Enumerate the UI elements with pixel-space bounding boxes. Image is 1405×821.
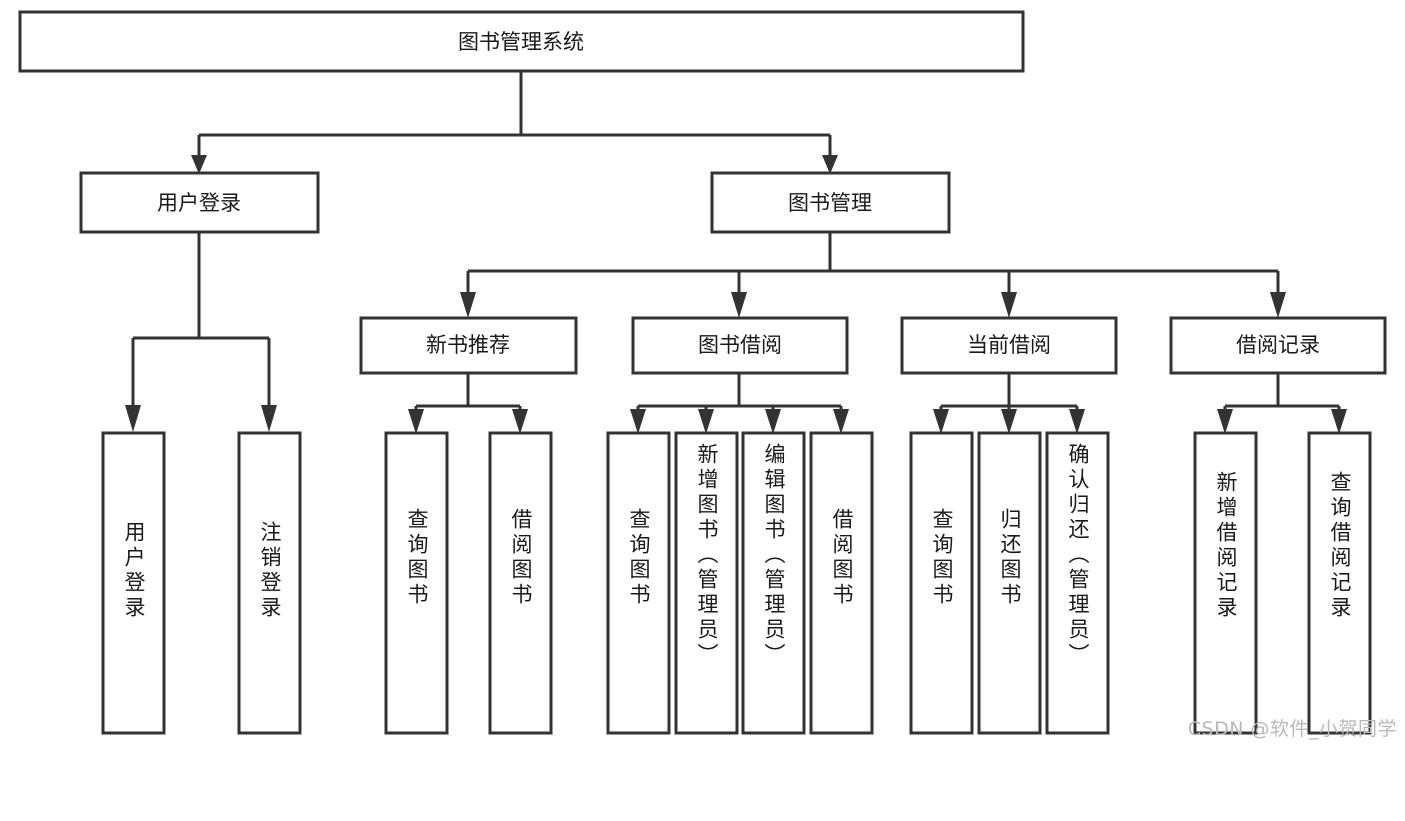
node-leaf-query-book-1-box[interactable] — [384, 431, 449, 735]
node-leaf-user-logout-box[interactable] — [237, 431, 302, 735]
node-user-login[interactable]: 用户登录 — [79, 171, 320, 234]
arrow-head-leaf-query-record — [1331, 409, 1347, 434]
arrow-head-book-manage — [822, 155, 838, 174]
node-book-manage[interactable]: 图书管理 — [710, 171, 951, 234]
node-book-borrow[interactable]: 图书借阅 — [631, 316, 849, 375]
csdn-watermark: CSDN @软件_小贺同学 — [1187, 718, 1397, 740]
flowchart-canvas: 图书管理系统 用户登录 图书管理 新书推荐 图书借阅 当前借阅 借阅记录 — [18, 10, 1397, 740]
arrow-head-leaf-query-book-1 — [408, 409, 424, 434]
arrow-head-leaf-query-book-2 — [630, 409, 646, 434]
node-borrow-record[interactable]: 借阅记录 — [1169, 316, 1387, 375]
node-leaf-confirm-return-box[interactable] — [1045, 431, 1110, 735]
arrow-head-leaf-borrow-book-2 — [833, 409, 849, 434]
flowchart-svg: 图书管理系统 用户登录 图书管理 新书推荐 图书借阅 当前借阅 借阅记录 — [18, 10, 1387, 735]
arrow-head-leaf-return-book — [1001, 409, 1017, 434]
node-root-label: 图书管理系统 — [458, 30, 584, 54]
node-leaf-query-record-box[interactable] — [1307, 431, 1372, 735]
node-user-login-label: 用户登录 — [157, 191, 241, 215]
arrow-head-leaf-confirm-return — [1069, 409, 1085, 434]
node-user-login-box[interactable] — [79, 171, 320, 234]
node-leaf-edit-book-box[interactable] — [741, 431, 806, 735]
node-leaf-return-book-box[interactable] — [977, 431, 1042, 735]
arrow-head-leaf-edit-book — [765, 409, 781, 434]
node-leaf-user-login-box[interactable] — [101, 431, 166, 735]
arrow-head-user-login — [191, 155, 207, 174]
arrow-head-leaf-borrow-book-1 — [512, 409, 528, 434]
node-root-box[interactable] — [18, 10, 1025, 73]
arrow-head-leaf-user-logout — [261, 405, 277, 432]
node-borrow-record-label: 借阅记录 — [1236, 333, 1320, 357]
node-leaf-query-book-3-box[interactable] — [909, 431, 974, 735]
node-new-book-rec[interactable]: 新书推荐 — [359, 316, 578, 375]
arrow-head-new-book-rec — [460, 292, 476, 318]
node-new-book-rec-box[interactable] — [359, 316, 578, 375]
arrow-head-borrow-record — [1270, 292, 1286, 318]
node-leaf-add-book-box[interactable] — [674, 431, 739, 735]
node-book-borrow-box[interactable] — [631, 316, 849, 375]
arrow-head-leaf-user-login — [125, 405, 141, 432]
arrow-head-leaf-query-book-3 — [933, 409, 949, 434]
node-borrow-record-box[interactable] — [1169, 316, 1387, 375]
arrow-head-book-borrow — [731, 292, 747, 318]
node-new-book-rec-label: 新书推荐 — [426, 333, 510, 357]
arrow-head-leaf-add-book — [698, 409, 714, 434]
node-leaf-query-book-2-box[interactable] — [606, 431, 671, 735]
node-leaf-add-record-box[interactable] — [1193, 431, 1258, 735]
node-root[interactable]: 图书管理系统 — [18, 10, 1025, 73]
node-book-borrow-label: 图书借阅 — [698, 333, 782, 357]
node-leaf-borrow-book-1-box[interactable] — [488, 431, 553, 735]
node-book-manage-label: 图书管理 — [788, 191, 872, 215]
node-leaf-borrow-book-2-box[interactable] — [809, 431, 874, 735]
node-current-borrow-box[interactable] — [900, 316, 1118, 375]
node-current-borrow[interactable]: 当前借阅 — [900, 316, 1118, 375]
node-book-manage-box[interactable] — [710, 171, 951, 234]
connector-layer — [125, 71, 1347, 434]
arrow-head-current-borrow — [1001, 292, 1017, 318]
node-current-borrow-label: 当前借阅 — [967, 333, 1051, 357]
arrow-head-leaf-add-record — [1217, 409, 1233, 434]
